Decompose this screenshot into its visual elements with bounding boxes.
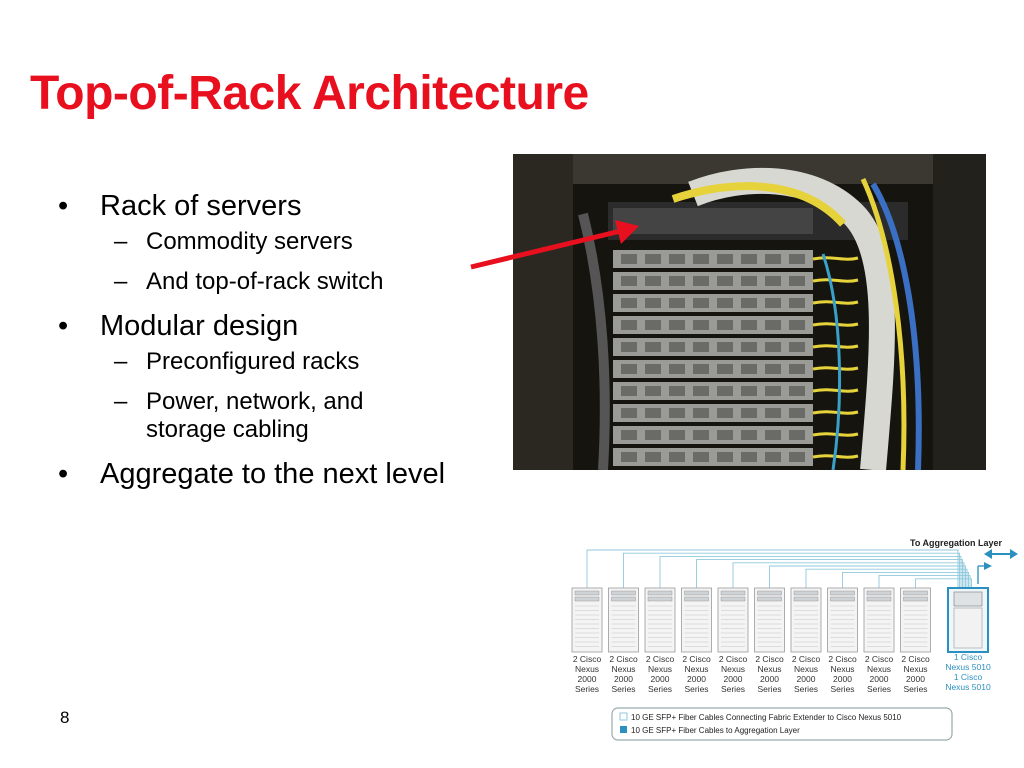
rack-label: 2000 [614, 674, 633, 684]
legend-fabric: 10 GE SFP+ Fiber Cables Connecting Fabri… [631, 713, 902, 722]
fabric-cable [915, 578, 972, 588]
rack-label: Series [794, 684, 818, 694]
fabric-cable [696, 559, 963, 588]
rack-label: 2 Cisco [792, 654, 821, 664]
slide-title: Top-of-Rack Architecture [30, 67, 589, 120]
bullet-item: • Rack of servers [58, 188, 518, 224]
rack-label: 2000 [651, 674, 670, 684]
fabric-cable [769, 565, 966, 588]
sub-bullet-item: – And top-of-rack switch [58, 268, 518, 296]
rack-label: Series [684, 684, 708, 694]
rack-label: Series [903, 684, 927, 694]
core-label: Nexus 5010 [945, 682, 991, 692]
rack-label: Nexus [794, 664, 818, 674]
rack-label: 2000 [906, 674, 925, 684]
dash-marker: – [114, 228, 128, 255]
sub-bullet-text: And top-of-rack switch [146, 268, 384, 295]
legend-aggregation: 10 GE SFP+ Fiber Cables to Aggregation L… [631, 726, 800, 735]
rack-label: 2 Cisco [646, 654, 675, 664]
rack-label: Nexus [903, 664, 927, 674]
rack-label: Nexus [721, 664, 745, 674]
rack-label: 2 Cisco [609, 654, 638, 664]
legend-box [611, 707, 953, 741]
rack-label: 2 Cisco [865, 654, 894, 664]
rack-label: 2000 [687, 674, 706, 684]
bullet-marker: • [58, 190, 69, 222]
fabric-cable [623, 552, 960, 588]
page-number: 8 [60, 708, 70, 727]
rack-label: 2000 [724, 674, 743, 684]
server-unit [613, 250, 813, 268]
rack-label: 2000 [578, 674, 597, 684]
fabric-cable [878, 575, 971, 588]
server-unit [613, 426, 813, 444]
bullet-marker: • [58, 310, 69, 342]
bullet-item: • Modular design [58, 308, 518, 344]
server-unit [613, 316, 813, 334]
rack-label: 2 Cisco [573, 654, 602, 664]
rack-label: 2 Cisco [828, 654, 857, 664]
server-unit [613, 294, 813, 312]
sub-bullet-item: – Preconfigured racks [58, 348, 518, 376]
core-label: 1 Cisco [954, 652, 983, 662]
rack-label: 2000 [833, 674, 852, 684]
legend-swatch-fabric [619, 712, 628, 721]
rack-label: Series [611, 684, 635, 694]
sub-bullet-text: Preconfigured racks [146, 348, 360, 375]
rack-label: Series [721, 684, 745, 694]
rack-label: Nexus [867, 664, 891, 674]
rack-label: 2 Cisco [755, 654, 784, 664]
server-unit [613, 338, 813, 356]
server-unit [613, 382, 813, 400]
server-unit [613, 404, 813, 422]
bullet-item: • Aggregate to the next level [58, 456, 518, 492]
rack-label: Series [757, 684, 781, 694]
legend-swatch-aggregation [620, 726, 627, 733]
diagram-header: To Aggregation Layer [910, 538, 1003, 548]
bullet-text: Rack of servers [100, 190, 302, 222]
fabric-cable [842, 571, 969, 588]
rack-label: Series [867, 684, 891, 694]
rack-label: Nexus [575, 664, 599, 674]
bullet-text: Modular design [100, 310, 299, 342]
sub-bullet-text: Power, network, and storage cabling [146, 388, 364, 443]
rack-label: 2000 [870, 674, 889, 684]
server-unit [613, 448, 813, 466]
core-label: Nexus 5010 [945, 662, 991, 672]
rack-label: Nexus [830, 664, 854, 674]
sub-bullet-item: – Commodity servers [58, 228, 518, 256]
sub-bullet-text: Commodity servers [146, 228, 353, 255]
rack-label: 2 Cisco [901, 654, 930, 664]
rack-label: Nexus [684, 664, 708, 674]
rack-label: Nexus [757, 664, 781, 674]
bullet-list: • Rack of servers – Commodity servers – … [58, 188, 518, 502]
bullet-marker: • [58, 458, 69, 490]
rack-label: Series [648, 684, 672, 694]
dash-marker: – [114, 268, 128, 295]
top-of-rack-diagram: To Aggregation Layer 2 CiscoNexus2000Ser… [571, 538, 1018, 741]
rack-label: 2000 [760, 674, 779, 684]
rack-label: Nexus [648, 664, 672, 674]
bullet-text: Aggregate to the next level [100, 458, 446, 490]
rack-label: 2 Cisco [719, 654, 748, 664]
server-unit [613, 272, 813, 290]
rack-label: 2000 [797, 674, 816, 684]
rack-label: 2 Cisco [682, 654, 711, 664]
server-unit [613, 360, 813, 378]
dash-marker: – [114, 388, 128, 415]
rack-label: Series [830, 684, 854, 694]
rack-label: Series [575, 684, 599, 694]
dash-marker: – [114, 348, 128, 375]
sub-bullet-item: – Power, network, and storage cabling [58, 388, 416, 444]
core-label: 1 Cisco [954, 672, 983, 682]
rack-label: Nexus [611, 664, 635, 674]
switch-pointer-arrow [470, 220, 639, 270]
server-rack-photo [513, 154, 986, 470]
